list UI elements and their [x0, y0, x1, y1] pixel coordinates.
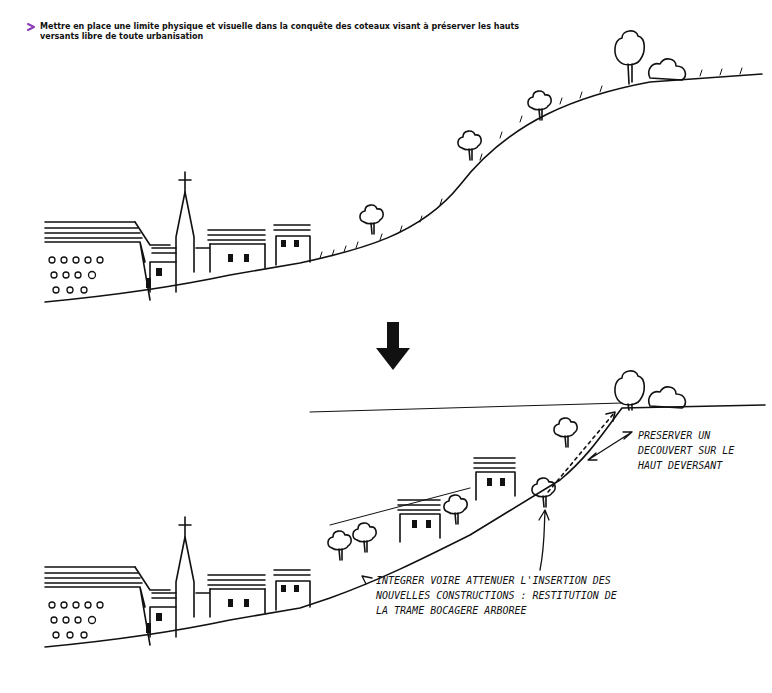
title-marker — [28, 24, 34, 30]
title: Mettre en place une limite physique et v… — [40, 22, 560, 42]
annotation-note: PRESERVER UN DECOUVERT SUR LE HAUT DEVER… — [638, 428, 748, 473]
annotation-note: INTEGRER VOIRE ATTENUER L'INSERTION DES … — [376, 573, 626, 618]
